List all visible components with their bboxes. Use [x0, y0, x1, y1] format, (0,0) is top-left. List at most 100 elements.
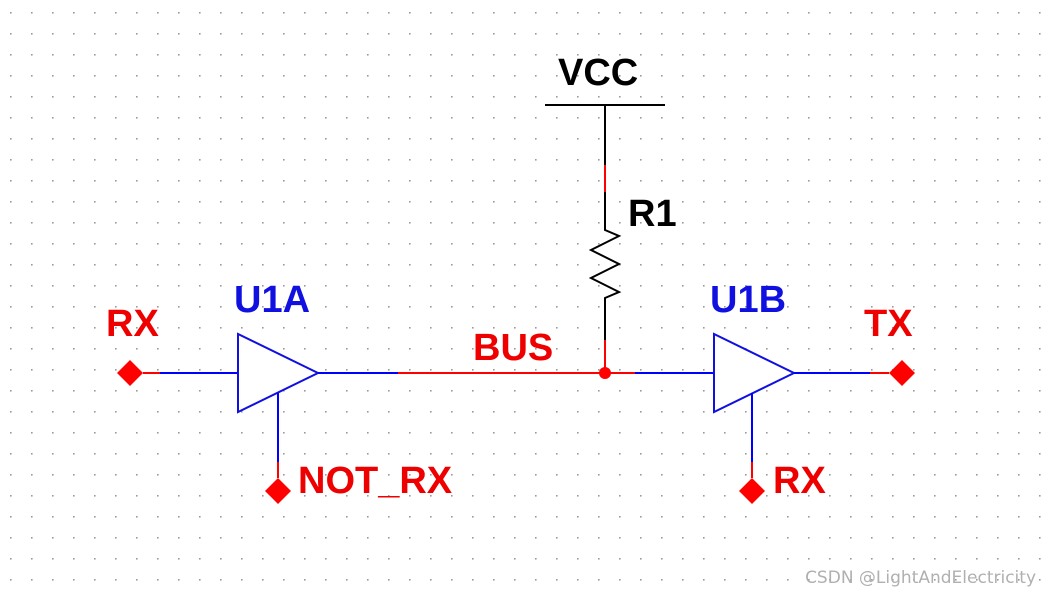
grid-dot — [871, 474, 873, 476]
grid-dot — [619, 159, 621, 161]
grid-dot — [136, 474, 138, 476]
grid-dot — [997, 453, 999, 455]
grid-dot — [367, 495, 369, 497]
grid-dot — [241, 306, 243, 308]
grid-dot — [556, 390, 558, 392]
grid-dot — [640, 12, 642, 14]
grid-dot — [52, 96, 54, 98]
grid-dot — [451, 201, 453, 203]
grid-dot — [640, 516, 642, 518]
grid-dot — [115, 222, 117, 224]
grid-dot — [976, 474, 978, 476]
grid-dot — [976, 516, 978, 518]
grid-dot — [682, 369, 684, 371]
grid-dot — [1039, 75, 1041, 77]
grid-dot — [934, 264, 936, 266]
grid-dot — [430, 222, 432, 224]
grid-dot — [472, 180, 474, 182]
grid-dot — [577, 201, 579, 203]
grid-dot — [1039, 495, 1041, 497]
grid-dot — [703, 348, 705, 350]
grid-dot — [52, 54, 54, 56]
grid-dot — [10, 54, 12, 56]
grid-dot — [787, 474, 789, 476]
grid-dot — [745, 432, 747, 434]
grid-dot — [1018, 537, 1020, 539]
grid-dot — [724, 117, 726, 119]
grid-dot — [262, 222, 264, 224]
grid-dot — [430, 243, 432, 245]
grid-dot — [409, 495, 411, 497]
grid-dot — [913, 117, 915, 119]
grid-dot — [913, 495, 915, 497]
grid-dot — [955, 75, 957, 77]
grid-dot — [724, 411, 726, 413]
grid-dot — [304, 117, 306, 119]
grid-dot — [829, 558, 831, 560]
grid-dot — [136, 327, 138, 329]
grid-dot — [724, 264, 726, 266]
grid-dot — [199, 117, 201, 119]
grid-dot — [703, 117, 705, 119]
grid-dot — [409, 138, 411, 140]
grid-dot — [829, 222, 831, 224]
grid-dot — [577, 474, 579, 476]
grid-dot — [850, 453, 852, 455]
grid-dot — [262, 306, 264, 308]
grid-dot — [241, 516, 243, 518]
grid-dot — [997, 411, 999, 413]
grid-dot — [535, 201, 537, 203]
grid-dot — [136, 579, 138, 581]
grid-dot — [1039, 558, 1041, 560]
grid-dot — [1039, 54, 1041, 56]
grid-dot — [640, 243, 642, 245]
grid-dot — [619, 201, 621, 203]
grid-dot — [178, 75, 180, 77]
grid-dot — [262, 537, 264, 539]
grid-dot — [997, 306, 999, 308]
grid-dot — [73, 243, 75, 245]
grid-dot — [388, 264, 390, 266]
grid-dot — [682, 432, 684, 434]
grid-dot — [451, 54, 453, 56]
grid-dot — [619, 54, 621, 56]
grid-dot — [262, 579, 264, 581]
grid-dot — [52, 285, 54, 287]
grid-dot — [682, 117, 684, 119]
grid-dot — [136, 558, 138, 560]
grid-dot — [262, 75, 264, 77]
grid-dot — [955, 474, 957, 476]
grid-dot — [388, 453, 390, 455]
grid-dot — [997, 516, 999, 518]
grid-dot — [661, 159, 663, 161]
grid-dot — [136, 516, 138, 518]
grid-dot — [451, 453, 453, 455]
grid-dot — [556, 348, 558, 350]
grid-dot — [724, 579, 726, 581]
grid-dot — [1018, 75, 1020, 77]
grid-dot — [661, 201, 663, 203]
grid-dot — [178, 306, 180, 308]
grid-dot — [850, 264, 852, 266]
grid-dot — [703, 33, 705, 35]
grid-dot — [892, 180, 894, 182]
grid-dot — [493, 159, 495, 161]
grid-dot — [766, 348, 768, 350]
grid-dot — [388, 201, 390, 203]
grid-dot — [619, 285, 621, 287]
grid-dot — [955, 579, 957, 581]
grid-dot — [493, 579, 495, 581]
grid-dot — [556, 12, 558, 14]
grid-dot — [871, 243, 873, 245]
grid-dot — [556, 201, 558, 203]
grid-dot — [346, 117, 348, 119]
grid-dot — [52, 33, 54, 35]
grid-dot — [661, 453, 663, 455]
grid-dot — [241, 54, 243, 56]
grid-dot — [115, 54, 117, 56]
grid-dot — [514, 180, 516, 182]
grid-dot — [451, 348, 453, 350]
grid-dot — [934, 117, 936, 119]
grid-dot — [346, 579, 348, 581]
grid-dot — [640, 474, 642, 476]
